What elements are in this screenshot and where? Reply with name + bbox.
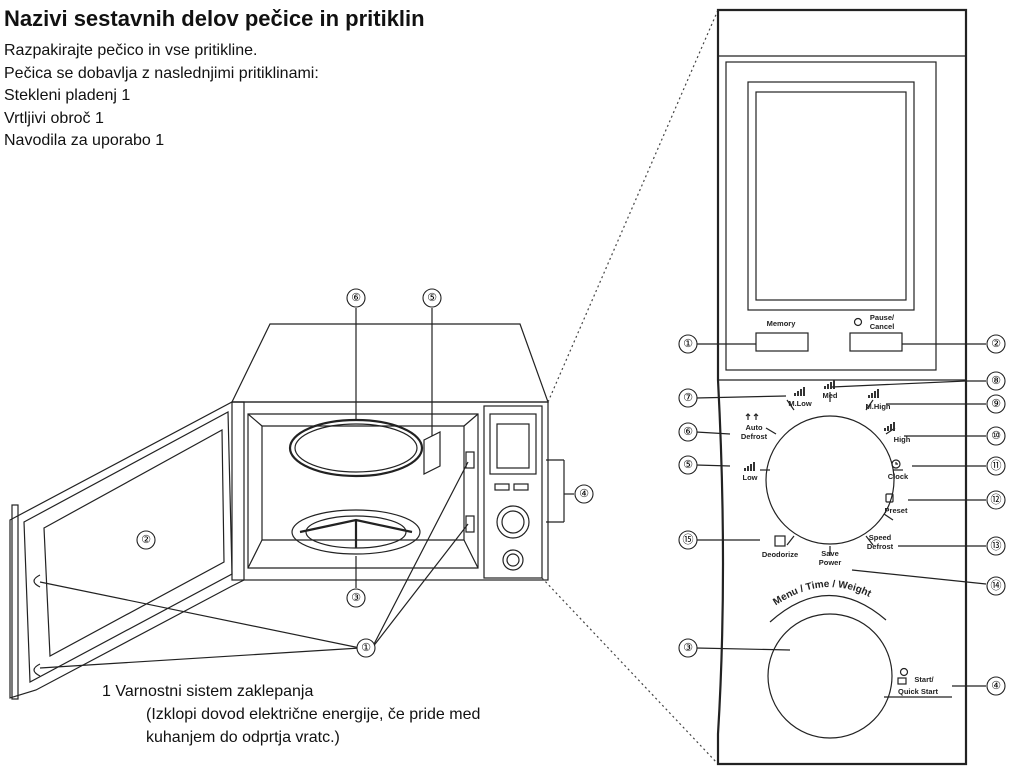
callout-panel-6: ⑥ — [678, 422, 698, 442]
intro-text: Razpakirajte pečico in vse pritikline. P… — [4, 40, 319, 153]
label-m-high: M.High — [866, 402, 891, 411]
label-speed-defrost: Speed — [869, 533, 892, 542]
label-auto-defrost: Auto — [745, 423, 762, 432]
svg-text:Menu / Time / Weight: Menu / Time / Weight — [771, 579, 873, 608]
display-window — [747, 81, 915, 311]
note-detail-2: kuhanjem do odprtja vratc.) — [146, 729, 340, 746]
intro-line-accessories: Pečica se dobavlja z naslednjimi pritikl… — [4, 64, 319, 82]
page-title: Nazivi sestavnih delov pečice in pritikl… — [4, 6, 425, 31]
glass-tray-shape — [288, 418, 424, 478]
svg-text:⑤: ⑤ — [427, 292, 437, 304]
callout-panel-1: ① — [678, 334, 698, 354]
intro-line-manual: Navodila za uporabo 1 — [4, 132, 165, 149]
svg-text:②: ② — [991, 338, 1001, 350]
clock-icon — [891, 459, 901, 469]
interlock-note: 1 Varnostni sistem zaklepanja (Izklopi d… — [102, 680, 480, 749]
svg-text:⑥: ⑥ — [683, 426, 693, 438]
svg-text:⑫: ⑫ — [991, 493, 1002, 506]
svg-text:Quick Start: Quick Start — [898, 687, 939, 696]
start-icon — [899, 667, 909, 677]
control-panel-enlarged: Memory Pause/ Cancel — [695, 8, 987, 766]
label-save-power: Save — [821, 549, 839, 558]
roller-ring-shape — [291, 509, 421, 555]
svg-text:⑦: ⑦ — [683, 392, 693, 404]
svg-text:②: ② — [141, 534, 151, 546]
callout-oven-6: ⑥ — [346, 288, 366, 308]
svg-text:⑬: ⑬ — [991, 539, 1002, 552]
callout-panel-14: ⑭ — [986, 576, 1006, 596]
svg-text:Power: Power — [819, 558, 842, 567]
svg-text:⑥: ⑥ — [351, 292, 361, 304]
svg-text:③: ③ — [351, 592, 361, 604]
callout-panel-8: ⑧ — [986, 371, 1006, 391]
label-start: Start/ — [914, 675, 934, 684]
note-title: 1 Varnostni sistem zaklepanja — [102, 683, 314, 700]
svg-text:⑨: ⑨ — [991, 398, 1001, 410]
svg-text:①: ① — [683, 338, 693, 350]
svg-text:Cancel: Cancel — [870, 322, 895, 331]
deodorize-icon — [774, 535, 786, 547]
pause-cancel-button — [849, 332, 903, 352]
callout-oven-4: ④ — [574, 484, 594, 504]
preset-icon — [885, 493, 894, 503]
svg-text:⑤: ⑤ — [683, 459, 693, 471]
callout-panel-7: ⑦ — [678, 388, 698, 408]
callout-panel-12: ⑫ — [986, 490, 1006, 510]
signal-icon — [744, 462, 755, 471]
label-clock: Clock — [888, 472, 909, 481]
svg-text:⑭: ⑭ — [991, 579, 1002, 592]
svg-text:③: ③ — [683, 642, 693, 654]
svg-text:Defrost: Defrost — [741, 432, 768, 441]
label-deodorize: Deodorize — [762, 550, 798, 559]
memory-button-label: Memory — [767, 319, 797, 328]
svg-text:⑪: ⑪ — [991, 459, 1002, 472]
label-m-low: M.Low — [788, 399, 811, 408]
label-high: High — [894, 435, 911, 444]
signal-icon — [884, 422, 895, 431]
power-knob — [765, 415, 895, 545]
signal-icon — [794, 387, 805, 396]
callout-panel-13: ⑬ — [986, 536, 1006, 556]
svg-text:④: ④ — [579, 488, 589, 500]
defrost-arrows-icon — [745, 413, 759, 420]
callout-oven-2: ② — [136, 530, 156, 550]
callout-panel-15: ⑮ — [678, 530, 698, 550]
callout-panel-4: ④ — [986, 676, 1006, 696]
memory-button — [755, 332, 809, 352]
callout-panel-10: ⑩ — [986, 426, 1006, 446]
label-menu-time-weight: Menu / Time / Weight — [771, 579, 873, 608]
oven-illustration — [9, 9, 719, 765]
label-med: Med — [823, 391, 838, 400]
callout-panel-2: ② — [986, 334, 1006, 354]
intro-line-glass-tray: Stekleni pladenj 1 — [4, 87, 131, 104]
callout-oven-1: ① — [356, 638, 376, 658]
note-detail-1: (Izklopi dovod električne energije, če p… — [146, 706, 481, 723]
svg-text:①: ① — [361, 642, 371, 654]
callout-panel-5: ⑤ — [678, 455, 698, 475]
callout-oven-3: ③ — [346, 588, 366, 608]
label-low: Low — [743, 473, 758, 482]
svg-text:④: ④ — [991, 680, 1001, 692]
callout-panel-9: ⑨ — [986, 394, 1006, 414]
signal-icon — [824, 380, 835, 389]
callout-oven-5: ⑤ — [422, 288, 442, 308]
svg-text:⑮: ⑮ — [683, 533, 694, 546]
intro-line-roller-ring: Vrtljivi obroč 1 — [4, 109, 104, 127]
callout-panel-3: ③ — [678, 638, 698, 658]
svg-text:⑩: ⑩ — [991, 430, 1001, 442]
signal-icon — [868, 389, 879, 398]
callout-panel-11: ⑪ — [986, 456, 1006, 476]
intro-line-unpack: Razpakirajte pečico in vse pritikline. — [4, 42, 258, 59]
pause-cancel-label: Pause/ — [870, 313, 895, 322]
label-preset: Preset — [885, 506, 908, 515]
svg-text:Defrost: Defrost — [867, 542, 894, 551]
menu-time-weight-knob — [767, 613, 893, 739]
svg-text:⑧: ⑧ — [991, 375, 1001, 387]
waveguide-cover-shape — [423, 431, 441, 475]
